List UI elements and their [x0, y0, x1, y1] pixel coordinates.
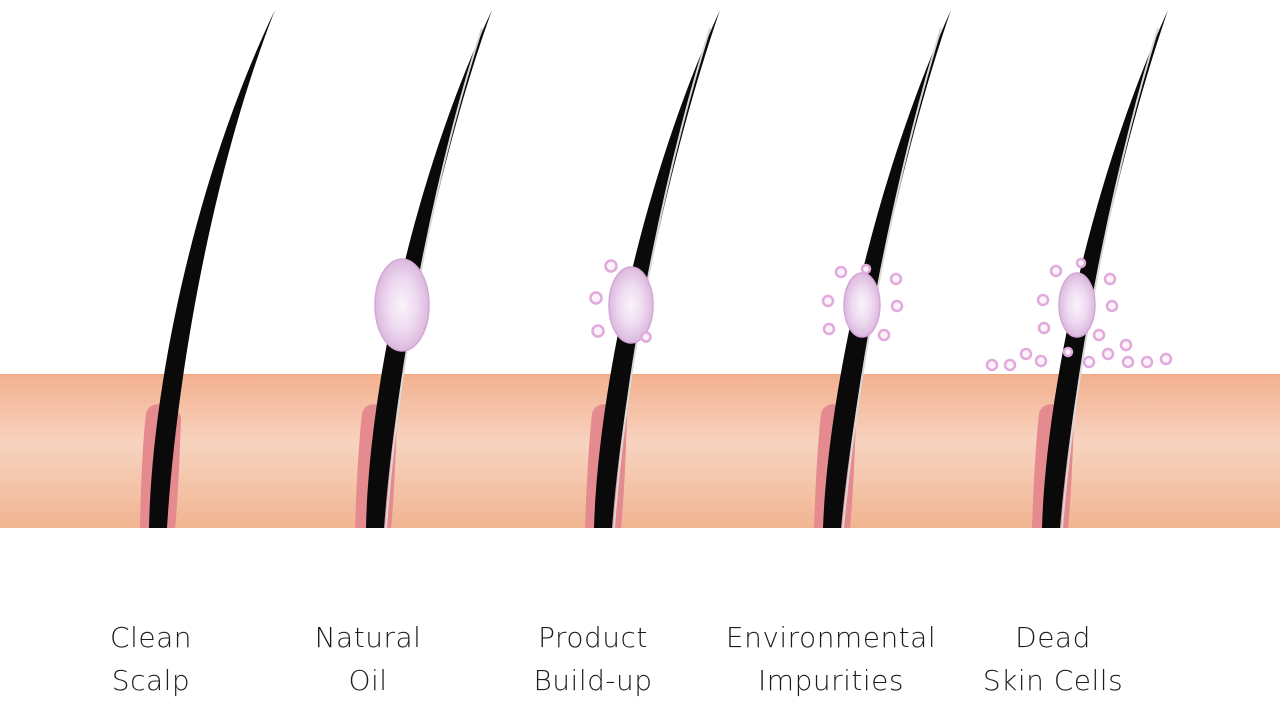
particle-icon	[1092, 328, 1106, 342]
particle-icon	[1049, 264, 1063, 278]
impurity-blob-icon	[843, 272, 881, 338]
label-line: Oil	[348, 664, 388, 697]
particle-icon	[1105, 299, 1119, 313]
hair-strand-icon	[594, 10, 720, 528]
label-dead-skin-cells: Dead Skin Cells	[933, 616, 1173, 702]
particle-icon	[591, 324, 605, 338]
stage-product-buildup	[585, 10, 720, 529]
skin-cell-blob-icon	[1058, 272, 1096, 338]
stage-environmental-impurities	[814, 10, 951, 529]
hair-highlight-icon	[1061, 27, 1159, 529]
label-line: Product	[538, 621, 648, 654]
particle-icon	[1101, 347, 1115, 361]
stage-dead-skin-cells	[985, 10, 1173, 529]
hair-strand-icon	[823, 10, 951, 528]
particle-icon	[821, 294, 835, 308]
label-line: Impurities	[758, 664, 904, 697]
label-line: Natural	[314, 621, 422, 654]
particle-icon	[1037, 321, 1051, 335]
particle-icon	[822, 322, 836, 336]
particle-icon	[1075, 257, 1087, 269]
particle-icon	[1082, 355, 1096, 369]
particle-icon	[1003, 358, 1017, 372]
hair-highlight-icon	[613, 27, 711, 529]
hair-strand-icon	[366, 10, 492, 528]
hair-highlight-icon	[842, 27, 942, 529]
product-particles	[589, 259, 652, 343]
label-product-buildup: Product Build-up	[473, 616, 713, 702]
label-line: Scalp	[111, 664, 191, 697]
particle-icon	[604, 259, 618, 273]
particle-icon	[890, 299, 904, 313]
particle-icon	[1034, 354, 1048, 368]
particle-icon	[1121, 355, 1135, 369]
particle-icon	[1062, 346, 1074, 358]
skin-cell-particles	[985, 257, 1173, 372]
particle-icon	[1103, 272, 1117, 286]
product-blob-icon	[608, 266, 654, 344]
particle-icon	[889, 272, 903, 286]
oil-blob-icon	[374, 258, 430, 352]
stage-natural-oil	[355, 10, 492, 529]
label-natural-oil: Natural Oil	[248, 616, 488, 702]
particle-icon	[1119, 338, 1133, 352]
scalp-skin-layer	[0, 374, 1280, 528]
hair-strand-icon	[1042, 10, 1168, 528]
label-environmental-impurities: Environmental Impurities	[711, 616, 951, 702]
particle-icon	[1159, 352, 1173, 366]
impurity-particles	[821, 263, 904, 342]
particle-icon	[834, 265, 848, 279]
particle-icon	[1019, 347, 1033, 361]
label-line: Environmental	[725, 621, 937, 654]
particle-icon	[860, 263, 872, 275]
label-clean-scalp: Clean Scalp	[31, 616, 271, 702]
particle-icon	[1140, 355, 1154, 369]
label-line: Dead	[1015, 621, 1091, 654]
hair-highlight-icon	[385, 27, 483, 529]
label-line: Skin Cells	[982, 664, 1124, 697]
particle-icon	[589, 291, 603, 305]
particle-icon	[1036, 293, 1050, 307]
label-line: Clean	[110, 621, 192, 654]
hair-strand-icon	[149, 10, 275, 528]
particle-icon	[877, 328, 891, 342]
particle-icon	[640, 331, 652, 343]
label-line: Build-up	[533, 664, 653, 697]
particle-icon	[985, 358, 999, 372]
stage-clean-scalp	[140, 10, 275, 528]
